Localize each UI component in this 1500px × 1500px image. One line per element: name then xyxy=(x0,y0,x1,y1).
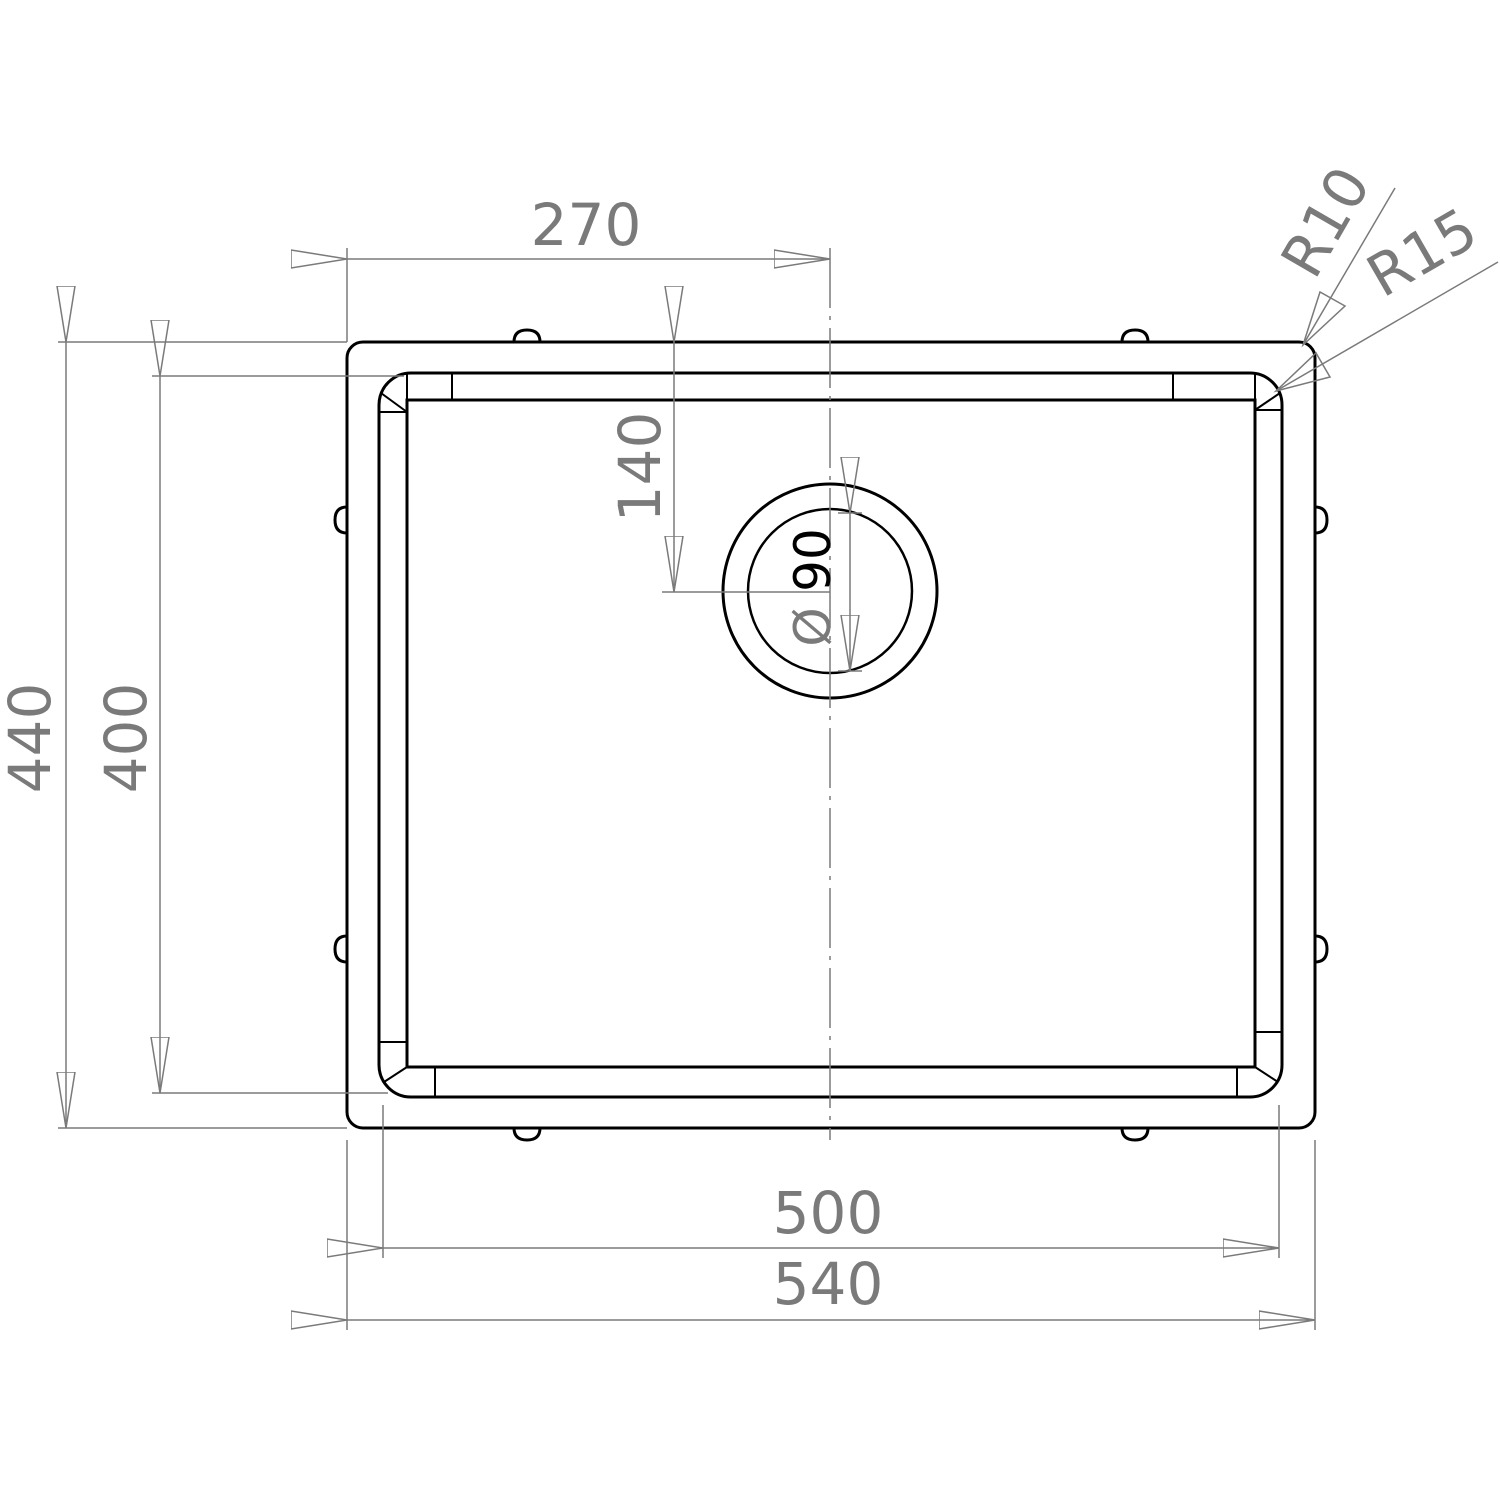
clip-right-upper xyxy=(1314,505,1329,535)
sink-outline xyxy=(333,328,1329,1142)
outer-rim xyxy=(345,340,1317,1130)
dim-label-540: 540 xyxy=(773,1250,884,1318)
bowl-bottom xyxy=(405,398,1257,1069)
dimension-labels: 270 440 400 140 500 540 R10 R15 90 Ø xyxy=(0,156,1488,1318)
dimension-lines xyxy=(58,187,1499,1330)
dim-label-270: 270 xyxy=(531,191,642,259)
diameter-symbol: Ø xyxy=(784,607,842,646)
dim-label-r15: R15 xyxy=(1356,195,1489,311)
clip-left-lower xyxy=(333,934,348,964)
leader-r10 xyxy=(1302,187,1396,346)
bowl-walls xyxy=(379,373,1282,1097)
clip-top-left xyxy=(512,328,542,343)
dim-label-440: 440 xyxy=(0,683,64,794)
clip-left-upper xyxy=(333,505,348,535)
leader-r10-arrow xyxy=(1301,290,1347,348)
dim-label-140: 140 xyxy=(606,412,674,523)
clip-bottom-left xyxy=(512,1127,542,1142)
leader-r15-arrow xyxy=(1273,351,1332,393)
clip-right-lower xyxy=(1314,934,1329,964)
clip-bottom-right xyxy=(1120,1127,1150,1142)
dim-label-dia90: 90 xyxy=(784,528,842,592)
dim-label-500: 500 xyxy=(773,1179,884,1247)
clip-top-right xyxy=(1120,328,1150,343)
leader-r15 xyxy=(1275,261,1499,392)
mounting-clips xyxy=(333,328,1329,1142)
dim-label-400: 400 xyxy=(92,683,160,794)
